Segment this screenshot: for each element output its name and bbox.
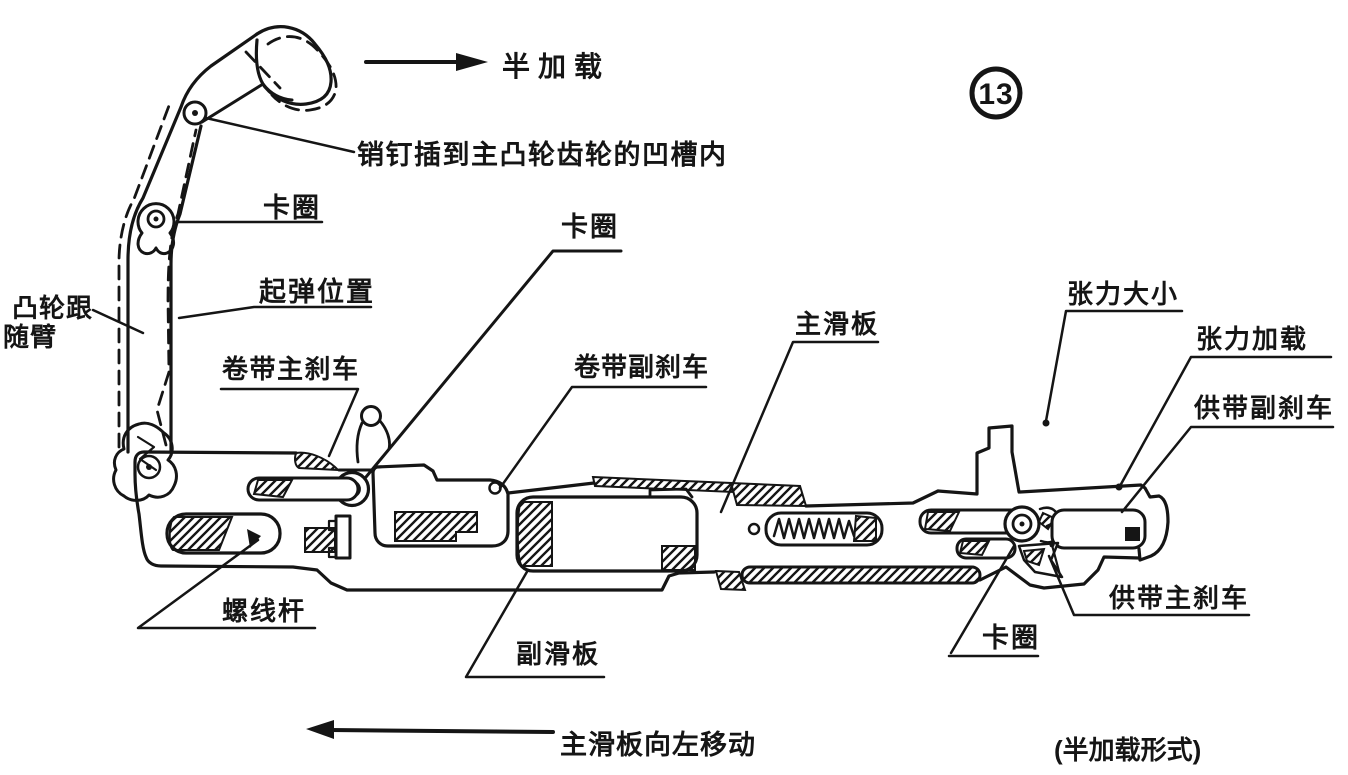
cam-follower-arm bbox=[126, 25, 333, 454]
right-inner-slot bbox=[1050, 508, 1147, 550]
svg-text:主滑板: 主滑板 bbox=[795, 309, 879, 339]
svg-text:副滑板: 副滑板 bbox=[516, 639, 600, 669]
svg-text:卡圈: 卡圈 bbox=[561, 212, 619, 242]
label-tension-loading: 张力加载 bbox=[1115, 324, 1333, 491]
svg-text:螺线杆: 螺线杆 bbox=[222, 596, 306, 626]
label-cam-follower-arm: 凸轮跟 随臂 bbox=[3, 293, 145, 352]
label-clamp-ring-top: 卡圈 bbox=[176, 193, 324, 224]
label-spring-start-position: 起弹位置 bbox=[177, 276, 375, 320]
svg-text:起弹位置: 起弹位置 bbox=[259, 276, 375, 307]
svg-text:卡圈: 卡圈 bbox=[263, 193, 321, 223]
svg-text:卷带主刹车: 卷带主刹车 bbox=[222, 354, 360, 384]
chassis-outline bbox=[133, 424, 1170, 592]
clamp-ring-top-part bbox=[136, 202, 176, 256]
svg-text:随臂: 随臂 bbox=[3, 322, 57, 352]
svg-text:凸轮跟: 凸轮跟 bbox=[12, 293, 93, 323]
label-clamp-ring-right: 卡圈 bbox=[947, 544, 1040, 658]
top-arrow: 半加载 bbox=[364, 51, 610, 82]
annotations: 销钉插到主凸轮齿轮的凹槽内 卡圈 起弹位置 凸轮跟 随臂 卷带主刹车 卡圈 卷带… bbox=[3, 116, 1335, 679]
top-arrow-label: 半加载 bbox=[502, 51, 610, 82]
bottom-arrow-label: 主滑板向左移动 bbox=[560, 729, 756, 760]
coil-spring bbox=[747, 511, 884, 547]
tension-post bbox=[936, 424, 1021, 496]
svg-text:张力加载: 张力加载 bbox=[1196, 324, 1308, 354]
t-bracket bbox=[304, 514, 352, 560]
figure-number-badge: 13 bbox=[969, 66, 1023, 120]
label-main-slide-plate: 主滑板 bbox=[719, 309, 880, 514]
figure-number-circle bbox=[969, 66, 1023, 120]
label-supply-main-brake: 供带主刹车 bbox=[1047, 554, 1251, 617]
middle-bracket bbox=[371, 463, 510, 548]
bottom-arrow-head bbox=[306, 720, 334, 739]
arm-base-retainer bbox=[112, 421, 178, 502]
label-sub-slide-plate: 副滑板 bbox=[464, 568, 606, 679]
label-tension-amount: 张力大小 bbox=[1042, 279, 1184, 427]
bottom-arrow: 主滑板向左移动 bbox=[306, 720, 756, 760]
svg-text:供带主刹车: 供带主刹车 bbox=[1108, 583, 1249, 613]
takeup-main-brake-part bbox=[294, 451, 341, 472]
label-takeup-sub-brake: 卷带副刹车 bbox=[498, 352, 709, 490]
screw-rod-slot bbox=[165, 512, 282, 555]
label-supply-sub-brake: 供带副刹车 bbox=[1120, 393, 1335, 514]
sub-slide-slot bbox=[515, 487, 699, 573]
svg-text:供带副刹车: 供带副刹车 bbox=[1193, 393, 1334, 423]
supply-brake-assembly bbox=[918, 505, 1147, 579]
slide-strips bbox=[591, 475, 982, 592]
svg-text:卷带副刹车: 卷带副刹车 bbox=[574, 352, 709, 382]
phantom-arm-outline bbox=[117, 35, 338, 449]
label-takeup-main-brake: 卷带主刹车 bbox=[219, 354, 360, 458]
label-screw-rod: 螺线杆 bbox=[136, 538, 317, 630]
figure-caption: (半加载形式) bbox=[1054, 735, 1201, 765]
top-arrow-head bbox=[456, 53, 488, 71]
svg-text:销钉插到主凸轮齿轮的凹槽内: 销钉插到主凸轮齿轮的凹槽内 bbox=[357, 139, 728, 170]
svg-text:张力大小: 张力大小 bbox=[1067, 279, 1179, 309]
figure-number: 13 bbox=[978, 78, 1013, 111]
label-pin-note: 销钉插到主凸轮齿轮的凹槽内 bbox=[204, 116, 728, 170]
label-clamp-ring-mid: 卡圈 bbox=[364, 212, 623, 479]
svg-text:卡圈: 卡圈 bbox=[982, 623, 1040, 653]
brake-rod bbox=[246, 476, 360, 502]
